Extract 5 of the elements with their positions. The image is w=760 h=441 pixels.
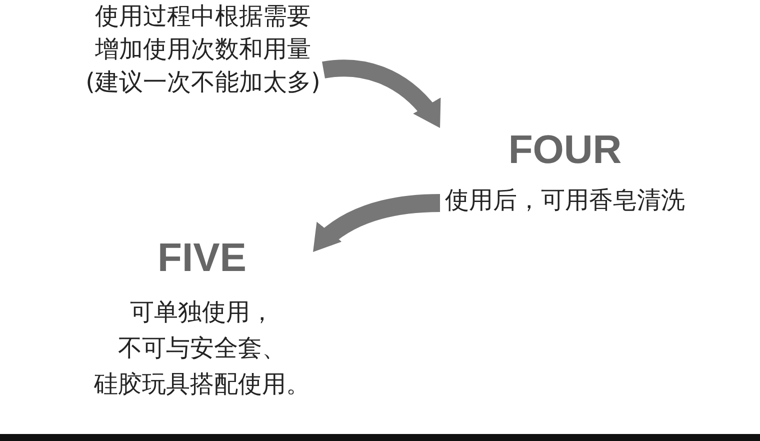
step-heading: FIVE: [158, 235, 246, 282]
instruction-text: 使用过程中根据需要增加使用次数和用量(建议一次不能加太多): [84, 0, 322, 99]
instruction-text: 使用后，可用香皂清洗: [445, 185, 685, 216]
step-heading: FOUR: [508, 127, 622, 174]
instruction-text: 可单独使用，不可与安全套、硅胶玩具搭配使用。: [93, 297, 311, 400]
